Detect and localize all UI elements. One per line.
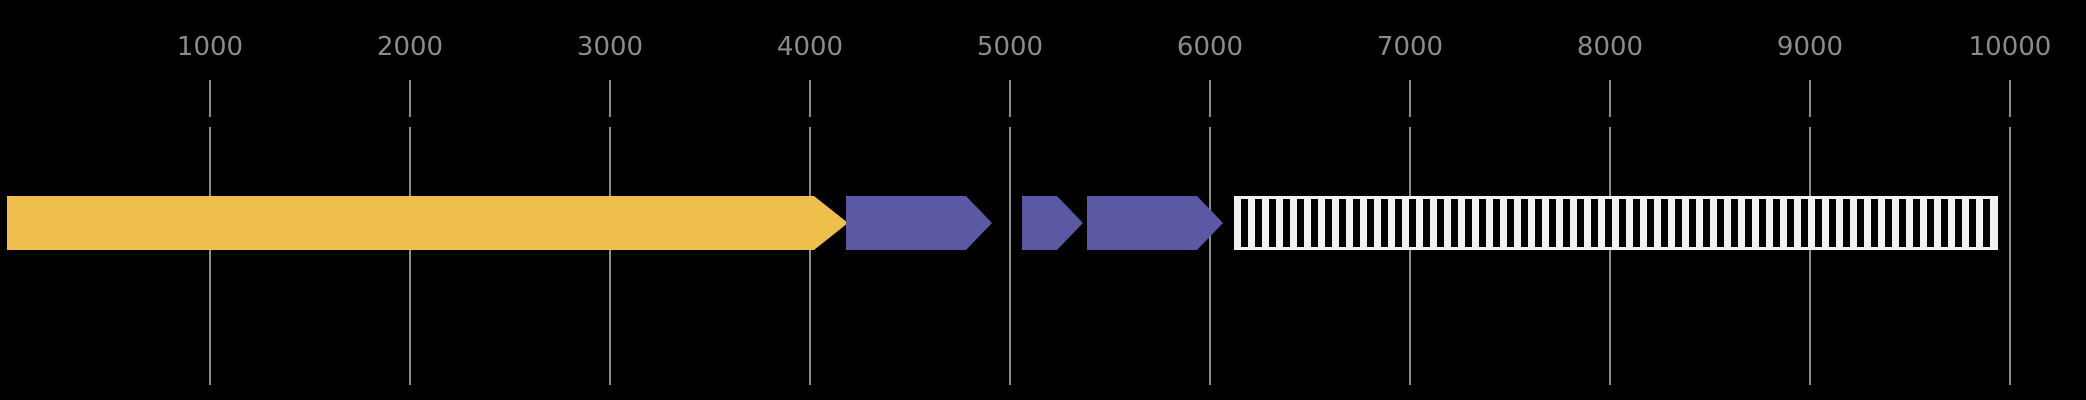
gridline-5000 — [1009, 127, 1011, 385]
feature-1[interactable] — [7, 196, 848, 250]
feature-5[interactable] — [1234, 196, 1998, 250]
axis-tick-label: 10000 — [1968, 32, 2052, 62]
feature-glyph — [1022, 196, 1083, 250]
axis-tick-label: 9000 — [1776, 32, 1844, 62]
gridline-3000 — [609, 80, 611, 117]
gridline-6000 — [1209, 80, 1211, 117]
gridline-8000 — [1609, 80, 1611, 117]
feature-arrow-shape — [7, 196, 848, 250]
feature-glyph — [1087, 196, 1223, 250]
feature-4[interactable] — [1087, 196, 1223, 250]
gridline-2000 — [409, 127, 411, 385]
feature-arrow-shape — [1022, 196, 1083, 250]
axis-tick-label: 6000 — [1176, 32, 1244, 62]
gridline-10000 — [2009, 127, 2011, 385]
gridline-7000 — [1409, 127, 1411, 385]
feature-2[interactable] — [846, 196, 992, 250]
feature-fill-striped — [1237, 199, 1995, 247]
gridline-1000 — [209, 127, 211, 385]
axis-tick-label: 3000 — [576, 32, 644, 62]
gridline-6000 — [1209, 127, 1211, 385]
axis-tick-label: 1000 — [176, 32, 244, 62]
axis-tick-label: 7000 — [1376, 32, 1444, 62]
gridline-9000 — [1809, 127, 1811, 385]
axis-tick-label: 4000 — [776, 32, 844, 62]
feature-glyph — [7, 196, 848, 250]
feature-3[interactable] — [1022, 196, 1083, 250]
gridline-2000 — [409, 80, 411, 117]
gridline-7000 — [1409, 80, 1411, 117]
gridline-9000 — [1809, 80, 1811, 117]
axis-tick-label: 2000 — [376, 32, 444, 62]
feature-glyph — [846, 196, 992, 250]
feature-arrow-shape — [1087, 196, 1223, 250]
gridline-1000 — [209, 80, 211, 117]
gridline-10000 — [2009, 80, 2011, 117]
gridline-5000 — [1009, 80, 1011, 117]
gridline-4000 — [809, 127, 811, 385]
feature-glyph — [1234, 196, 1998, 250]
axis-tick-label: 5000 — [976, 32, 1044, 62]
feature-arrow-shape — [846, 196, 992, 250]
axis-tick-label: 8000 — [1576, 32, 1644, 62]
gridline-4000 — [809, 80, 811, 117]
gridline-3000 — [609, 127, 611, 385]
gridline-8000 — [1609, 127, 1611, 385]
